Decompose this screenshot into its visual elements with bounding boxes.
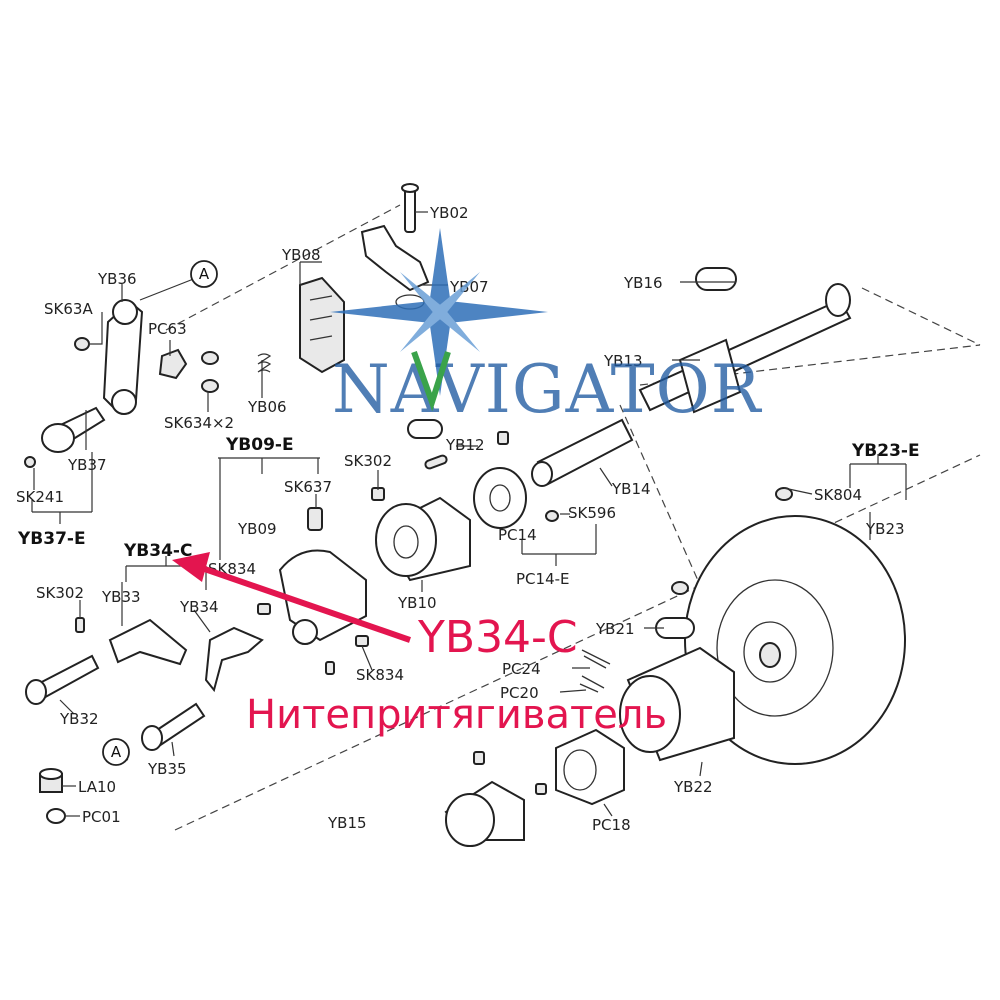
highlight-annotation: YB34-C Нитепритягиватель bbox=[172, 552, 667, 738]
part-label: PC14 bbox=[498, 526, 537, 544]
part-label: YB37 bbox=[67, 456, 107, 474]
group-label: YB09-E bbox=[225, 435, 294, 455]
part-label: YB23 bbox=[865, 520, 905, 538]
part-label: PC20 bbox=[500, 684, 539, 702]
group-label: PC14-E bbox=[516, 570, 570, 588]
part-label: YB36 bbox=[97, 270, 137, 288]
part-label: SK302 bbox=[36, 584, 84, 602]
part-label: YB35 bbox=[147, 760, 187, 778]
marker-a-label: A bbox=[199, 265, 210, 283]
annotation-code: YB34-C bbox=[417, 612, 578, 663]
part-label: YB14 bbox=[611, 480, 651, 498]
arrow-head-icon bbox=[172, 552, 210, 582]
part-label: YB06 bbox=[247, 398, 287, 416]
part-label: SK637 bbox=[284, 478, 332, 496]
part-label: SK804 bbox=[814, 486, 862, 504]
part-label: YB33 bbox=[101, 588, 141, 606]
group-label: YB23-E bbox=[851, 441, 920, 461]
part-label: YB21 bbox=[595, 620, 635, 638]
part-label: PC24 bbox=[502, 660, 541, 678]
part-label: YB32 bbox=[59, 710, 99, 728]
marker-a-bottom: A bbox=[102, 738, 130, 766]
part-artwork bbox=[24, 183, 906, 847]
group-label: YB34-C bbox=[123, 541, 192, 561]
group-labels: YB09-E YB23-E YB37-E YB34-C PC14-E bbox=[17, 435, 920, 588]
part-label: YB12 bbox=[445, 436, 485, 454]
watermark-v-check-icon bbox=[411, 350, 451, 412]
part-label: SK834 bbox=[356, 666, 404, 684]
part-label: YB16 bbox=[623, 274, 663, 292]
part-labels: YB02 YB07 YB08 YB06 YB36 SK63A PC63 SK63… bbox=[16, 204, 905, 834]
part-label: PC18 bbox=[592, 816, 631, 834]
watermark-text: NAVIGATOR bbox=[332, 351, 763, 428]
part-label: SK63A bbox=[44, 300, 93, 318]
group-label: YB37-E bbox=[17, 529, 86, 549]
annotation-name: Нитепритягиватель bbox=[246, 692, 667, 738]
part-label: SK241 bbox=[16, 488, 64, 506]
part-label: YB08 bbox=[281, 246, 321, 264]
marker-a-label: A bbox=[111, 743, 122, 761]
marker-a-top: A bbox=[190, 260, 218, 288]
part-label: YB34 bbox=[179, 598, 219, 616]
part-label: YB15 bbox=[327, 814, 367, 832]
part-label: SK634×2 bbox=[164, 414, 234, 432]
part-label: YB09 bbox=[237, 520, 277, 538]
part-label: LA10 bbox=[78, 778, 116, 796]
part-label: YB22 bbox=[673, 778, 713, 796]
part-label: PC63 bbox=[148, 320, 187, 338]
navigator-watermark: NAVIGATOR bbox=[330, 228, 763, 428]
part-label: SK596 bbox=[568, 504, 616, 522]
part-label: YB02 bbox=[429, 204, 469, 222]
leader-lines bbox=[31, 211, 907, 817]
part-label: YB10 bbox=[397, 594, 437, 612]
part-label: YB13 bbox=[603, 352, 643, 370]
part-label: SK302 bbox=[344, 452, 392, 470]
part-label: PC01 bbox=[82, 808, 121, 826]
